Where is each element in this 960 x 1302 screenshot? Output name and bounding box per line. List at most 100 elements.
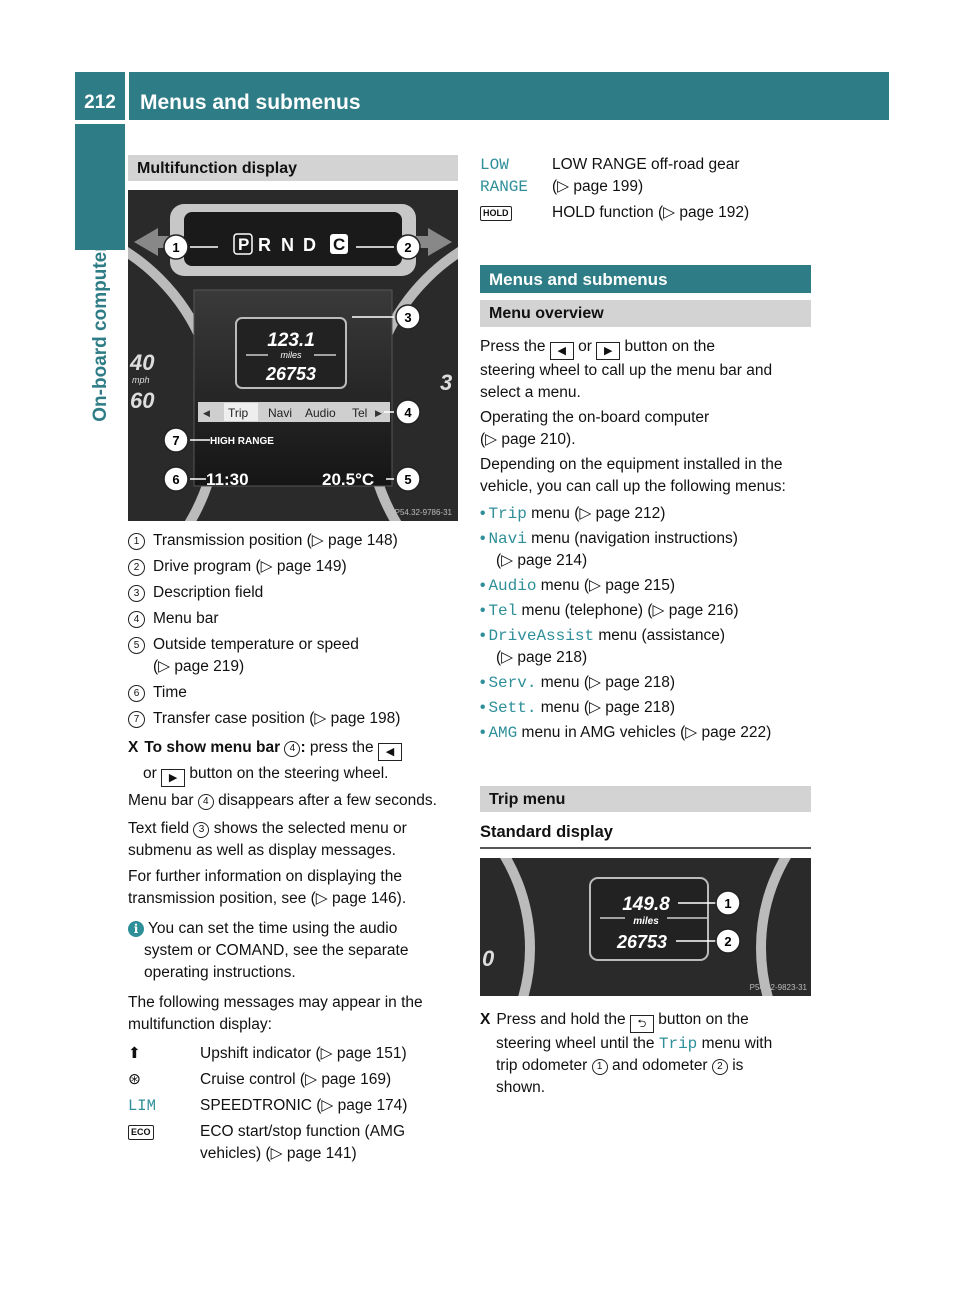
temperature-value: 20.5°C bbox=[322, 470, 374, 489]
menu-list: •Trip menu (▷ page 212) •Navi menu (navi… bbox=[480, 503, 815, 744]
callout-6: 6 bbox=[163, 466, 189, 492]
page-title: Menus and submenus bbox=[140, 91, 361, 114]
callout-1: 1 bbox=[163, 234, 189, 260]
trip-box bbox=[235, 317, 347, 389]
message-row: ⊛Cruise control (▷ page 169) bbox=[128, 1069, 463, 1095]
trip-value: 149.8 bbox=[622, 894, 670, 915]
list-item: •AMG menu in AMG vehicles (▷ page 222) bbox=[480, 724, 772, 742]
callout-2: 2 bbox=[395, 234, 421, 260]
menu-audio: Audio bbox=[305, 406, 336, 420]
trip-value: 123.1 bbox=[267, 330, 315, 351]
svg-text:2: 2 bbox=[724, 934, 731, 949]
svg-text:5: 5 bbox=[404, 472, 411, 487]
trip-unit: miles bbox=[280, 350, 302, 360]
low-range-indicator: LOW bbox=[480, 156, 509, 174]
upshift-icon: ⬆ bbox=[128, 1045, 141, 1062]
menu-bar-right-arrow: ▶ bbox=[375, 408, 382, 418]
list-item: •Navi menu (navigation instructions)(▷ p… bbox=[480, 530, 738, 569]
svg-text:2: 2 bbox=[404, 240, 411, 255]
gear-c: C bbox=[333, 235, 345, 254]
gauge-60-label: 60 bbox=[130, 388, 155, 413]
list-item: •Trip menu (▷ page 212) bbox=[480, 505, 666, 523]
section-trip-menu: Trip menu bbox=[480, 786, 811, 812]
list-item: •Serv. menu (▷ page 218) bbox=[480, 674, 676, 692]
svg-text:7: 7 bbox=[172, 433, 179, 448]
gear-r: R bbox=[258, 235, 271, 255]
multifunction-display-figure: 40 mph 60 3 P R N D C 123.1 miles 26753 … bbox=[128, 190, 458, 521]
callout-1: 1 bbox=[715, 890, 741, 916]
svg-text:1: 1 bbox=[172, 240, 179, 255]
list-item: •Tel menu (telephone) (▷ page 216) bbox=[480, 602, 739, 620]
left-button-icon: ◀ bbox=[549, 342, 574, 360]
gear-n: N bbox=[281, 235, 294, 255]
low-range-row: LOW RANGE LOW RANGE off-road gear (▷ pag… bbox=[480, 156, 750, 221]
lim-indicator: LIM bbox=[128, 1097, 156, 1115]
side-chapter-label: On-board computer and displays bbox=[90, 124, 111, 422]
trip-box bbox=[589, 877, 709, 961]
svg-text:3: 3 bbox=[404, 310, 411, 325]
gauge-0-label: 0 bbox=[482, 946, 495, 971]
right-button-icon: ▶ bbox=[596, 342, 621, 360]
callout-7: 7 bbox=[163, 427, 189, 453]
trip-unit: miles bbox=[633, 916, 659, 927]
messages-list: ⬆Upshift indicator (▷ page 151) ⊛Cruise … bbox=[128, 1043, 463, 1165]
menu-navi: Navi bbox=[268, 406, 292, 420]
messages-intro: The following messages may appear in the… bbox=[128, 994, 423, 1033]
paragraph-menu-bar: Menu bar 4 disappears after a few second… bbox=[128, 792, 437, 810]
gauge-40-label: 40 bbox=[129, 350, 155, 375]
callout-4: 4 bbox=[395, 399, 421, 425]
list-item: •DriveAssist menu (assistance)(▷ page 21… bbox=[480, 627, 726, 666]
instruction-x-icon: X bbox=[480, 1011, 491, 1028]
section-menus-and-submenus: Menus and submenus bbox=[480, 265, 811, 293]
gauge-mph-label: mph bbox=[132, 375, 150, 385]
side-band bbox=[75, 124, 125, 250]
header-page-number-box bbox=[75, 72, 125, 120]
instruction-x-icon: X bbox=[128, 739, 139, 756]
back-button-icon: ⮌ bbox=[629, 1015, 654, 1033]
callout-2: 2 bbox=[715, 928, 741, 954]
right-arrow bbox=[402, 228, 452, 256]
menu-bar-selected bbox=[224, 403, 258, 421]
callout-3: 3 bbox=[395, 304, 421, 330]
figure-code: P54.32-9786-31 bbox=[395, 508, 453, 517]
eco-icon: ECO bbox=[128, 1125, 154, 1140]
cruise-control-icon: ⊛ bbox=[128, 1071, 141, 1088]
header-title-box bbox=[129, 72, 889, 120]
menu-tel: Tel bbox=[352, 406, 367, 420]
list-item: •Audio menu (▷ page 215) bbox=[480, 577, 676, 595]
left-arrow bbox=[134, 228, 184, 256]
hold-icon: HOLD bbox=[480, 206, 512, 221]
section-menu-overview: Menu overview bbox=[480, 300, 811, 327]
message-row: ⬆Upshift indicator (▷ page 151) bbox=[128, 1043, 463, 1069]
menu-trip: Trip bbox=[228, 406, 249, 420]
list-item: •Sett. menu (▷ page 218) bbox=[480, 699, 676, 717]
time-value: 11:30 bbox=[206, 470, 249, 489]
menu-bar-left-arrow: ◀ bbox=[203, 408, 210, 418]
right-button-icon: ▶ bbox=[161, 769, 186, 787]
odometer-value: 26753 bbox=[616, 932, 667, 952]
trip-display-figure: 0 149.8 miles 26753 1 2 P54.32-9823-31 bbox=[480, 858, 811, 996]
gear-c-box bbox=[330, 234, 348, 254]
paragraph-text-field: Text field 3 shows the selected menu or … bbox=[128, 820, 407, 859]
menu-overview-text: Press the ◀ or ▶ button on the steering … bbox=[480, 338, 786, 495]
gear-p: P bbox=[238, 235, 249, 254]
callout-5: 5 bbox=[395, 466, 421, 492]
gauge-3-label: 3 bbox=[440, 370, 452, 395]
svg-text:4: 4 bbox=[404, 405, 412, 420]
svg-text:6: 6 bbox=[172, 472, 179, 487]
figure-code: P54.32-9823-31 bbox=[750, 983, 808, 992]
standard-display-heading: Standard display bbox=[480, 823, 613, 841]
odometer-value: 26753 bbox=[265, 364, 316, 384]
gear-p-box bbox=[233, 233, 253, 255]
